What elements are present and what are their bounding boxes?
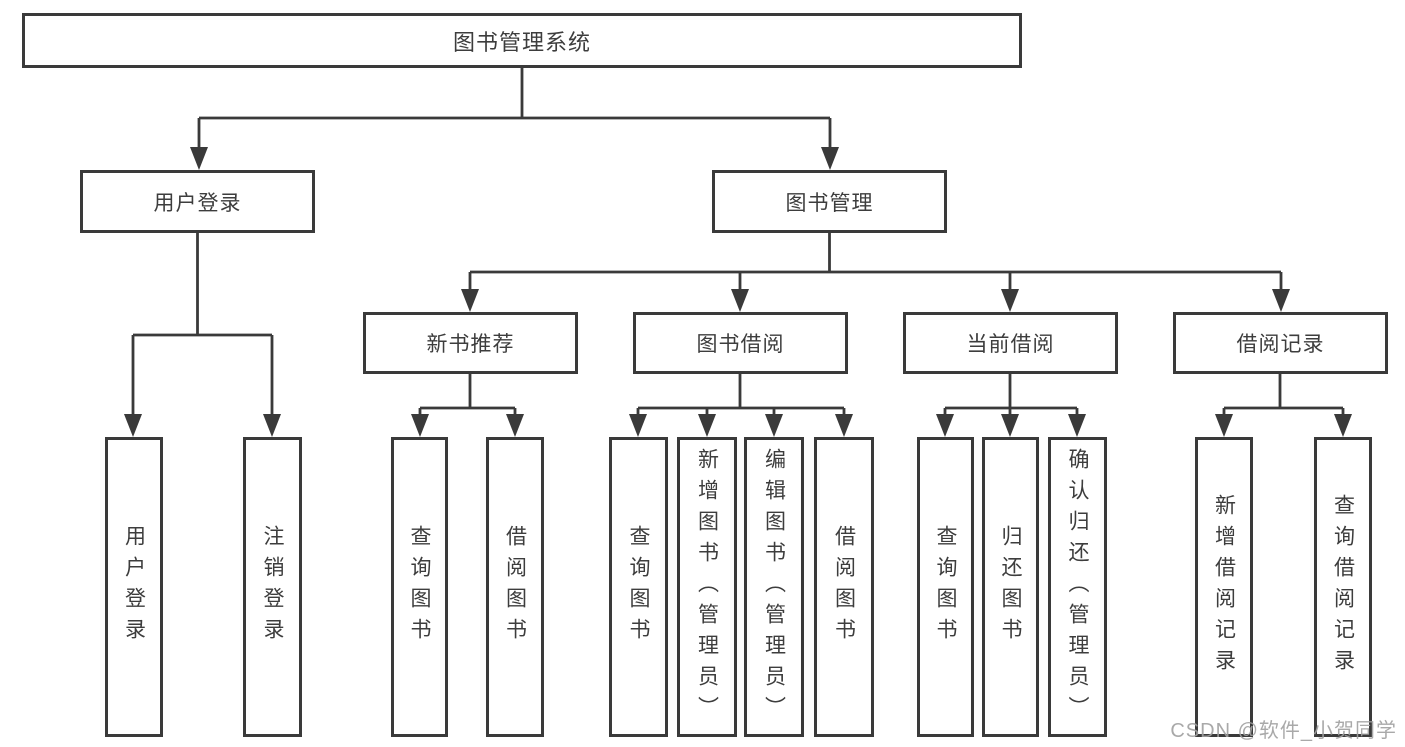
node-leaf-borrow-books-recommend: 借阅图书 — [486, 437, 544, 737]
node-leaf-logout: 注销登录 — [243, 437, 302, 737]
arrowhead-icon — [1215, 414, 1233, 437]
node-book-management-branch: 图书管理 — [712, 170, 947, 233]
node-leaf-add-borrow-record: 新增借阅记录 — [1195, 437, 1253, 737]
arrowhead-icon — [263, 414, 281, 437]
arrowhead-icon — [1001, 414, 1019, 437]
node-leaf-query-books-borrow: 查询图书 — [609, 437, 668, 737]
leaf-label: 新增图书（管理员） — [695, 447, 719, 727]
leaf-label: 查询图书 — [408, 525, 431, 649]
node-leaf-add-book-admin: 新增图书（管理员） — [677, 437, 737, 737]
node-leaf-confirm-return-admin: 确认归还（管理员） — [1048, 437, 1107, 737]
arrowhead-icon — [698, 414, 716, 437]
node-new-book-recommend: 新书推荐 — [363, 312, 578, 374]
node-leaf-query-books-current: 查询图书 — [917, 437, 974, 737]
leaf-label: 注销登录 — [261, 525, 284, 649]
arrowhead-icon — [936, 414, 954, 437]
arrowhead-icon — [1068, 414, 1086, 437]
leaf-label: 新增借阅记录 — [1212, 494, 1236, 680]
leaf-label: 借阅图书 — [832, 525, 856, 649]
arrowhead-icon — [506, 414, 524, 437]
node-system-root: 图书管理系统 — [22, 13, 1022, 68]
node-borrowing-records: 借阅记录 — [1173, 312, 1388, 374]
node-leaf-query-books-recommend: 查询图书 — [391, 437, 448, 737]
arrowhead-icon — [765, 414, 783, 437]
arrowhead-icon — [190, 147, 208, 170]
arrowhead-icon — [1272, 289, 1290, 312]
arrowhead-icon — [629, 414, 647, 437]
leaf-label: 用户登录 — [122, 525, 146, 649]
arrowhead-icon — [835, 414, 853, 437]
arrowhead-icon — [124, 414, 142, 437]
leaf-label: 归还图书 — [999, 525, 1022, 649]
arrowhead-icon — [1001, 289, 1019, 312]
watermark: CSDN @软件_小贺同学 — [1170, 720, 1397, 742]
arrowhead-icon — [461, 289, 479, 312]
leaf-label: 借阅图书 — [503, 525, 527, 649]
node-book-borrowing: 图书借阅 — [633, 312, 848, 374]
node-leaf-edit-book-admin: 编辑图书（管理员） — [744, 437, 804, 737]
node-current-borrowing: 当前借阅 — [903, 312, 1118, 374]
leaf-label: 查询图书 — [934, 525, 957, 649]
leaf-label: 查询图书 — [627, 525, 650, 649]
node-user-login-branch: 用户登录 — [80, 170, 315, 233]
leaf-label: 确认归还（管理员） — [1066, 447, 1089, 727]
arrowhead-icon — [821, 147, 839, 170]
arrowhead-icon — [731, 289, 749, 312]
arrowhead-icon — [1334, 414, 1352, 437]
leaf-label: 编辑图书（管理员） — [762, 447, 786, 727]
node-leaf-borrow-books: 借阅图书 — [814, 437, 874, 737]
leaf-label: 查询借阅记录 — [1331, 494, 1355, 680]
arrowhead-icon — [411, 414, 429, 437]
node-leaf-query-borrow-record: 查询借阅记录 — [1314, 437, 1372, 737]
node-leaf-return-book: 归还图书 — [982, 437, 1039, 737]
node-leaf-user-login: 用户登录 — [105, 437, 163, 737]
